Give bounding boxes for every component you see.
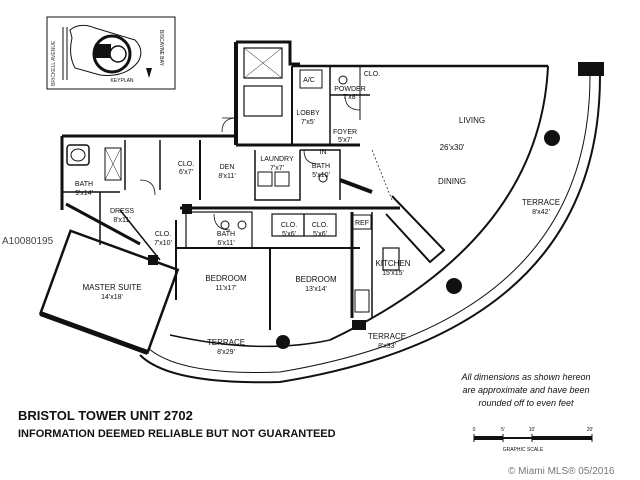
den-name: DEN [220,164,235,171]
walls [38,40,604,384]
scale-tick-20: 20' [587,427,594,433]
terrace-west-dim: 8'x29' [217,349,235,356]
scale-tick-0: 0 [473,427,476,433]
scale-tick-10: 10' [529,427,536,433]
foyer-dim: 5'x7' [338,137,352,144]
kitchen-dim: 15'x15' [382,270,404,277]
dining-name: DINING [438,177,466,186]
clo-master-1-dim: 6'x7' [179,169,193,176]
unit-title: BRISTOL TOWER UNIT 2702 [18,408,193,423]
master-suite-name: MASTER SUITE [82,283,141,292]
lobby-dim: 7'x5' [301,119,315,126]
bath-master-dim: 9'x14' [75,190,93,197]
street-label-biscayne: BISCAYNE BAY [158,30,164,67]
mls-watermark: © Miami MLS® 05/2016 [508,466,615,477]
disclaimer-line-1: All dimensions as shown hereon [460,372,590,382]
clo-1-name: CLO. [281,222,297,229]
bath-hall-name: BATH [312,163,330,170]
master-suite-dim: 14'x18' [101,294,123,301]
powder-dim: 7'x8' [343,94,357,101]
den-dim: 8'x11' [218,173,235,180]
dress-dim: 8'x11' [113,217,130,224]
dress-name: DRESS [110,208,134,215]
kitchen-name: KITCHEN [375,259,410,268]
bedroom-2-dim: 13'x14' [305,286,327,293]
ref-label: REF [355,220,369,227]
powder-name: POWDER [334,86,366,93]
disclaimer-line-3: rounded off to even feet [478,398,574,408]
clo-master-2-dim: 7'x10' [154,240,172,247]
terrace-east-name: TERRACE [522,198,560,207]
listing-id: A10080195 [2,236,54,247]
key-plan-label: KEYPLAN [110,78,133,84]
bath-hall-dim: 5'x10' [312,172,330,179]
bedroom-1-name: BEDROOM [205,274,247,283]
laundry-dim: 7'x7' [270,165,284,172]
clo-master-2-name: CLO. [155,231,171,238]
laundry-name: LAUNDRY [260,156,294,163]
graphic-scale: 0 5' 10' 20' GRAPHIC SCALE [473,427,594,453]
in-label: IN [320,149,327,156]
title-block: BRISTOL TOWER UNIT 2702 INFORMATION DEEM… [18,408,336,440]
disclaimer-line-2: are approximate and have been [462,385,589,395]
ac-label: A/C [303,77,315,84]
living-name: LIVING [459,116,485,125]
clo-entry-label: CLO. [364,71,380,78]
living-dim: 26'x30' [440,143,465,152]
scale-label: GRAPHIC SCALE [503,447,544,453]
terrace-south-dim: 8'x33' [378,343,396,350]
bath-2-name: BATH [217,231,235,238]
street-label-brickell: BRICKELL AVENUE [51,40,57,86]
scale-tick-5: 5' [501,427,505,433]
clo-master-1-name: CLO. [178,161,194,168]
bath-2-dim: 6'x11' [217,240,234,247]
terrace-west-name: TERRACE [207,338,245,347]
bedroom-2-name: BEDROOM [295,275,337,284]
room-labels: A/C CLO. POWDER 7'x8' LOBBY 7'x5' FOYER … [75,71,560,356]
clo-1-dim: 5'x6' [282,231,296,238]
reliability-note: INFORMATION DEEMED RELIABLE BUT NOT GUAR… [18,428,336,440]
clo-2-dim: 5'x6' [313,231,327,238]
clo-2-name: CLO. [312,222,328,229]
bedroom-1-dim: 11'x17' [215,285,236,292]
terrace-south-name: TERRACE [368,332,406,341]
bath-master-name: BATH [75,181,93,188]
foyer-name: FOYER [333,129,357,136]
key-plan: BRICKELL AVENUE BISCAYNE BAY KEYPLAN [46,16,176,90]
lobby-name: LOBBY [296,110,320,117]
terrace-east-dim: 8'x42' [532,209,550,216]
disclaimer: All dimensions as shown hereon are appro… [460,372,590,408]
